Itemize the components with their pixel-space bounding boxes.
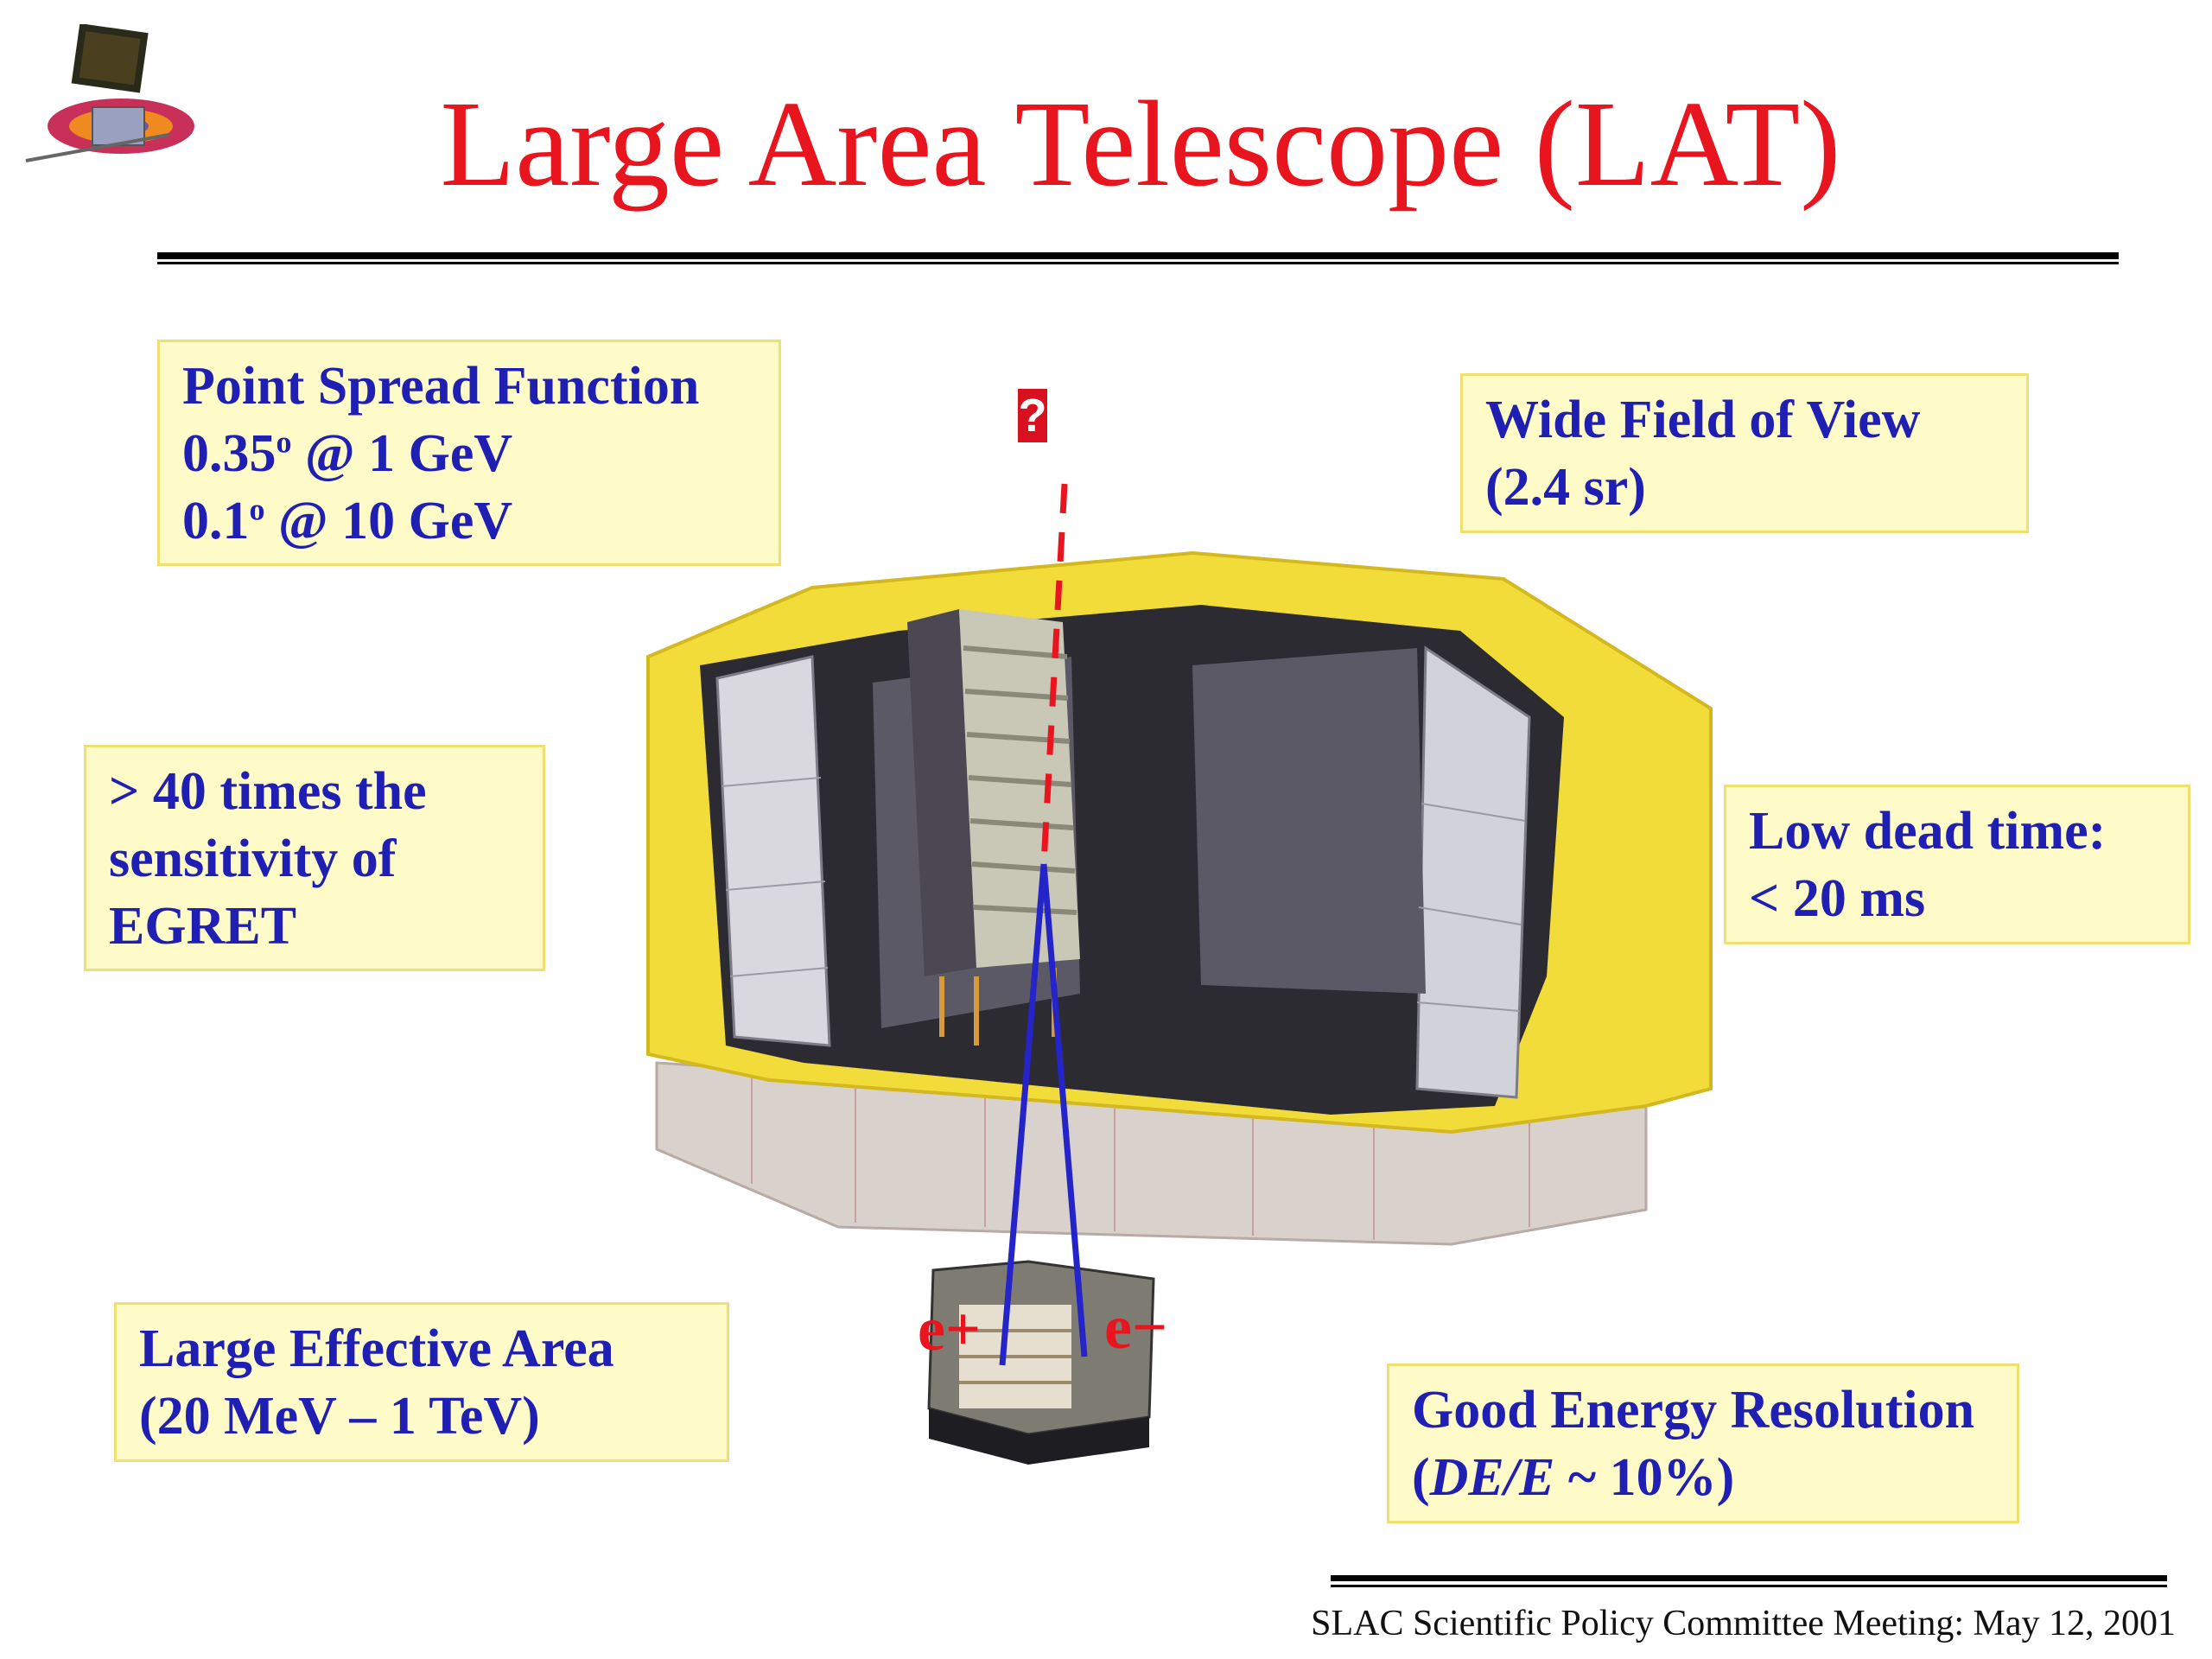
energy-resolution-callout: Good Energy Resolution (DE/E ~ 10%): [1387, 1363, 2019, 1523]
energy-value: (DE/E ~ 10%): [1412, 1448, 1735, 1507]
psf-line-2: 0.1o @ 10 GeV: [182, 492, 513, 550]
psf-line-1: 0.35o @ 1 GeV: [182, 424, 513, 483]
psf-heading: Point Spread Function: [182, 357, 700, 416]
electron-label: e−: [1104, 1293, 1167, 1362]
gamma-ray-question-mark: ?: [1018, 389, 1047, 442]
lat-instrument-illustration: [646, 483, 1713, 1465]
psf-callout: Point Spread Function 0.35o @ 1 GeV 0.1o…: [157, 340, 781, 566]
effective-area-callout: Large Effective Area (20 MeV – 1 TeV): [114, 1302, 729, 1462]
area-heading: Large Effective Area: [139, 1319, 614, 1378]
sensitivity-line-1: > 40 times the: [109, 762, 427, 821]
deadtime-heading: Low dead time:: [1749, 802, 2107, 861]
page-title: Large Area Telescope (LAT): [440, 75, 1841, 212]
sensitivity-line-2: sensitivity of: [109, 830, 397, 888]
sensitivity-callout: > 40 times the sensitivity of EGRET: [84, 745, 545, 971]
deadtime-value: < 20 ms: [1749, 869, 1926, 928]
dead-time-callout: Low dead time: < 20 ms: [1724, 785, 2190, 944]
energy-heading: Good Energy Resolution: [1412, 1381, 1975, 1440]
title-rule: [157, 252, 2119, 259]
positron-label: e+: [918, 1294, 981, 1363]
fov-callout: Wide Field of View (2.4 sr): [1460, 373, 2029, 533]
sensitivity-line-3: EGRET: [109, 897, 297, 956]
footer-text: SLAC Scientific Policy Committee Meeting…: [1311, 1604, 2176, 1643]
footer-rule-thin: [1331, 1585, 2167, 1587]
title-rule-thin: [157, 262, 2119, 264]
area-range: (20 MeV – 1 TeV): [139, 1387, 540, 1446]
glast-logo: [25, 24, 194, 162]
footer-rule: [1331, 1575, 2167, 1581]
fov-heading: Wide Field of View: [1485, 391, 1921, 449]
fov-value: (2.4 sr): [1485, 458, 1646, 517]
